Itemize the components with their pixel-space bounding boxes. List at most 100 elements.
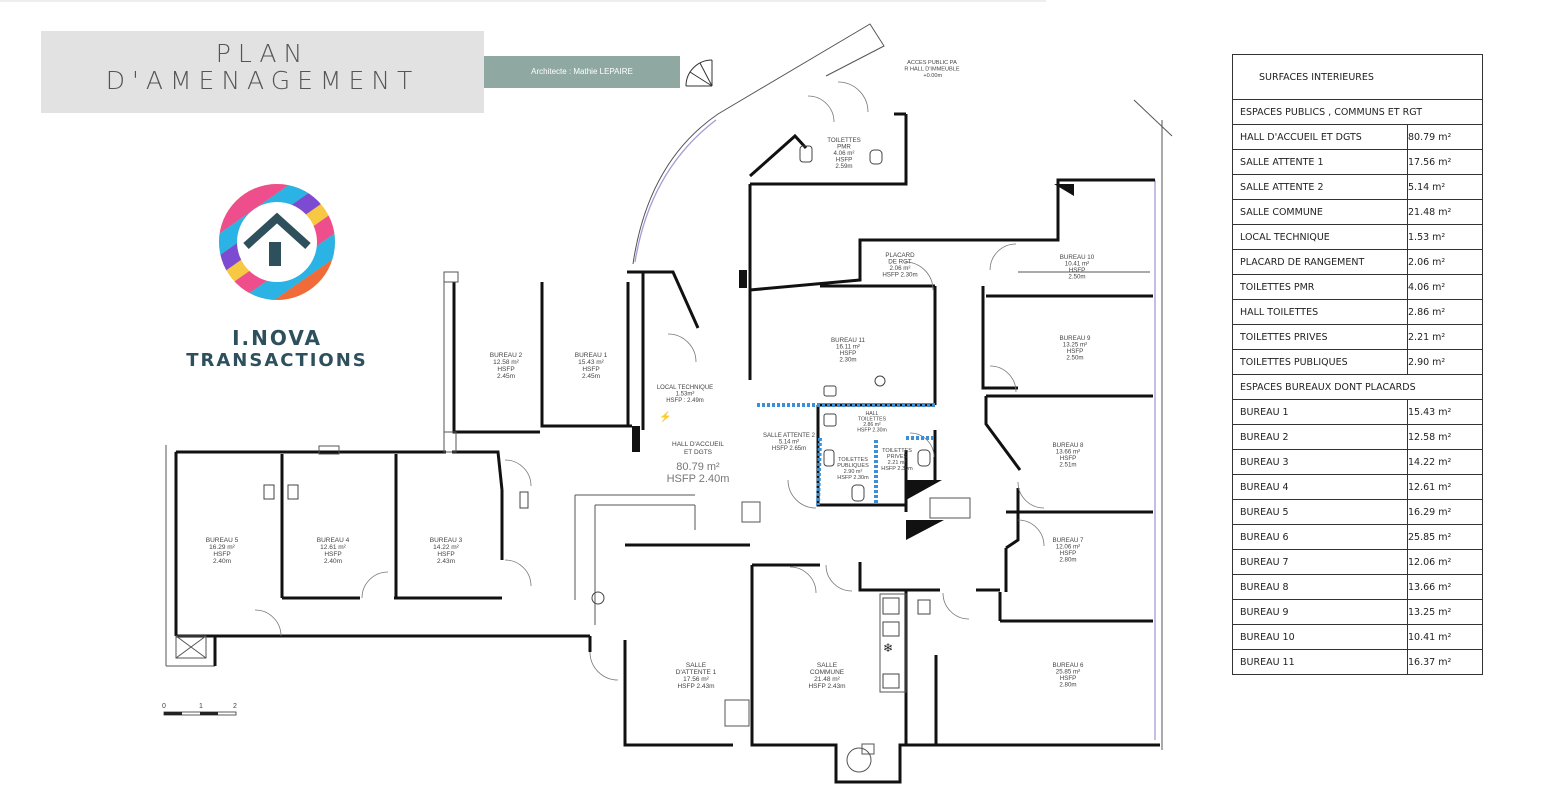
scale-1: 1: [199, 703, 203, 710]
entrance-line: +0.00m: [922, 73, 943, 79]
room-label-line: HSFP : 2.49m: [666, 398, 704, 404]
room-label-line: HSFP: [582, 366, 599, 373]
entrance-line: ACCES PUBLIC PA: [907, 60, 957, 66]
surface-label: TOILETTES PUBLIQUES: [1232, 349, 1408, 375]
room-label-line: HSFP 2.65m: [772, 446, 806, 452]
room-label-line: PLACARD: [885, 252, 915, 259]
surface-label: BUREAU 9: [1232, 599, 1408, 625]
surface-label: SALLE ATTENTE 1: [1232, 149, 1408, 175]
surface-value: 13.66 m²: [1407, 574, 1483, 600]
room-label-line: 17.56 m²: [683, 676, 709, 683]
room-label-line: BUREAU 5: [206, 537, 239, 544]
room-label-line: 1.53m²: [676, 392, 695, 398]
surface-label: BUREAU 10: [1232, 624, 1408, 650]
room-label-line: SALLE: [817, 662, 838, 669]
room-label-line: LOCAL TECHNIQUE: [657, 385, 713, 391]
room-label-line: TOILETTES: [838, 457, 868, 463]
title-line-1: PLAN: [215, 39, 310, 68]
title-banner: PLAN D'AMENAGEMENT: [41, 31, 484, 113]
surface-value: 5.14 m²: [1407, 174, 1483, 200]
surface-value: 4.06 m²: [1407, 274, 1483, 300]
room-label-line: 2.43m: [437, 558, 455, 565]
room-label-line: 2.80m: [1059, 682, 1076, 689]
room-label-line: 2.45m: [497, 373, 515, 380]
surface-label: BUREAU 7: [1232, 549, 1408, 575]
room-label-line: BUREAU 2: [490, 352, 523, 359]
surface-label: BUREAU 11: [1232, 649, 1408, 675]
room-label-line: HSFP: [840, 350, 857, 357]
room-label-line: PRIVES: [887, 454, 908, 460]
staircase-icon: [685, 59, 713, 87]
surface-value: 21.48 m²: [1407, 199, 1483, 225]
room-label-line: SALLE ATTENTE 2: [763, 433, 816, 439]
room-label-line: 80.79 m²: [676, 461, 720, 473]
room-label-line: HALL D'ACCUEIL: [672, 441, 724, 448]
structure: [175, 271, 971, 773]
surface-value: 25.85 m²: [1407, 524, 1483, 550]
snowflake-icon: ❄: [883, 641, 893, 655]
room-label-line: BUREAU 6: [1053, 662, 1085, 669]
room-label-line: 2.06 m²: [890, 265, 911, 272]
room-label-line: HSFP: [1069, 267, 1086, 274]
building-outline: [165, 23, 1173, 750]
door-swings: [254, 81, 1045, 681]
brand-line-1: I.NOVA: [232, 326, 322, 350]
title-line-2: D'AMENAGEMENT: [105, 66, 420, 95]
brand-line-2: TRANSACTIONS: [186, 350, 368, 371]
room-label-line: PMR: [837, 144, 851, 151]
blue-partitions: [757, 403, 935, 506]
room-label-line: HSFP: [497, 366, 514, 373]
surface-value: 14.22 m²: [1407, 449, 1483, 475]
surfaces-table: SURFACES INTERIEURES ESPACES PUBLICS , C…: [1232, 54, 1483, 675]
room-label-line: TOILETTES: [858, 417, 887, 423]
surface-value: 12.06 m²: [1407, 549, 1483, 575]
room-label-line: 2.40m: [324, 558, 342, 565]
architect-label: Architecte : Mathie LEPAIRE: [484, 56, 680, 88]
surface-value: 1.53 m²: [1407, 224, 1483, 250]
surface-label: TOILETTES PRIVES: [1232, 324, 1408, 350]
surface-value: 10.41 m²: [1407, 624, 1483, 650]
room-label-line: BUREAU 8: [1053, 442, 1085, 449]
room-label-line: 12.58 m²: [493, 359, 519, 366]
room-label-line: HSFP 2.43m: [677, 683, 714, 690]
room-label-line: HSFP: [1060, 675, 1077, 682]
room-label-line: BUREAU 7: [1053, 537, 1085, 544]
room-label-line: 2.50m: [1066, 355, 1083, 362]
room-label-line: 2.90 m²: [844, 469, 863, 475]
room-label-line: BUREAU 3: [430, 537, 463, 544]
room-label-line: HALL: [866, 411, 879, 417]
surface-value: 15.43 m²: [1407, 399, 1483, 425]
room-label-line: HSFP: [1060, 455, 1077, 462]
room-label-line: 2.80m: [1059, 557, 1076, 564]
surface-label: HALL D'ACCUEIL ET DGTS: [1232, 124, 1408, 150]
room-label-line: 2.40m: [213, 558, 231, 565]
room-label-line: DE RGT: [888, 259, 912, 266]
surface-label: SALLE COMMUNE: [1232, 199, 1408, 225]
surface-value: 2.21 m²: [1407, 324, 1483, 350]
surface-label: TOILETTES PMR: [1232, 274, 1408, 300]
surfaces-title-row: SURFACES INTERIEURES: [1232, 54, 1483, 100]
surface-value: 2.86 m²: [1407, 299, 1483, 325]
